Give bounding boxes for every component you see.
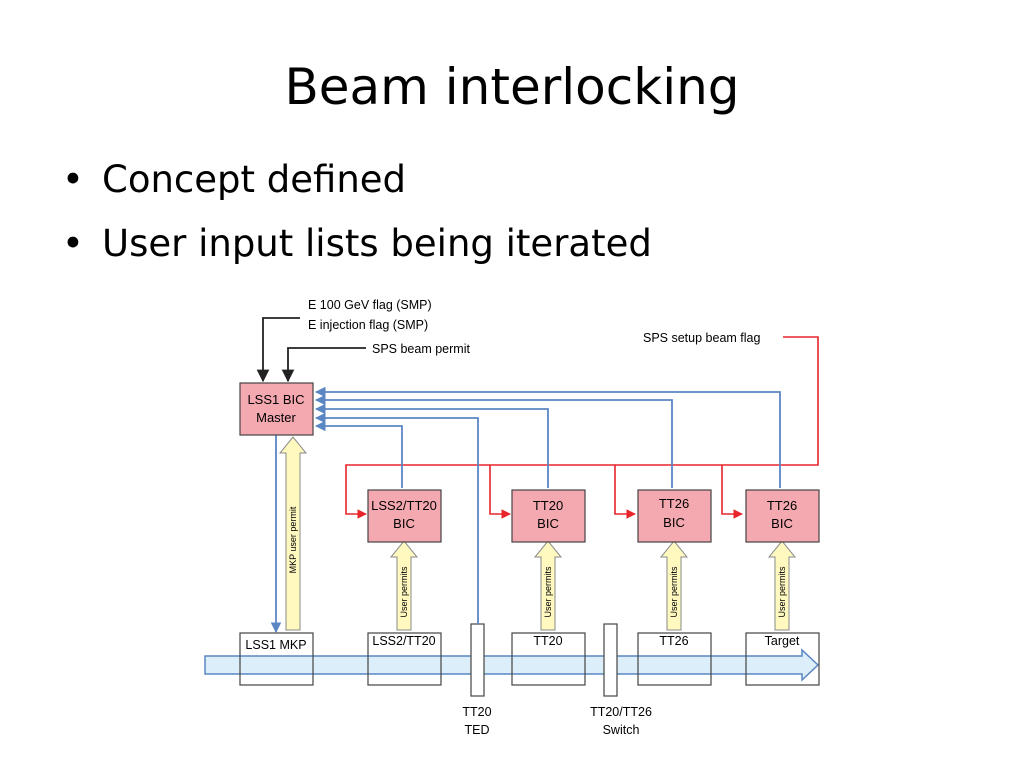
ted-label-line1: TT20: [462, 705, 491, 719]
permit-line-lss2: [314, 420, 403, 488]
bic-target: TT26 BIC: [745, 489, 820, 543]
flag-input-arrow: [256, 317, 300, 383]
mkp-permit-arrow: MKP user permit: [278, 436, 308, 631]
user-permit-arrow: User permits: [659, 540, 689, 631]
bullet-dot: •: [62, 222, 84, 265]
user-permit-label: User permits: [777, 566, 787, 618]
user-permit-arrow: User permits: [533, 540, 563, 631]
bullet-text: User input lists being iterated: [102, 222, 652, 265]
permit-line-tt20: [314, 403, 549, 488]
bic-master-line1: LSS1 BIC: [247, 392, 304, 407]
ted-device: [470, 623, 485, 697]
mkp-permit-label: MKP user permit: [288, 506, 298, 573]
bottom-box-label: TT26: [659, 634, 688, 648]
bic-tt26: TT26 BIC: [637, 489, 712, 543]
bullet-item: • Concept defined: [62, 158, 652, 222]
switch-label-line2: Switch: [603, 723, 640, 737]
bic-line2: BIC: [537, 516, 559, 531]
setup-flag-line: [345, 336, 819, 519]
setup-flag-branch: [614, 465, 636, 519]
bic-line1: TT26: [659, 496, 689, 511]
user-permit-arrow: User permits: [389, 540, 419, 631]
bic-line1: LSS2/TT20: [371, 498, 437, 513]
bic-line1: TT26: [767, 498, 797, 513]
permit-line-ted: [314, 412, 479, 624]
bullet-item: • User input lists being iterated: [62, 222, 652, 286]
setup-flag-branch: [489, 465, 511, 519]
permit-line-tt26: [314, 394, 673, 488]
ted-label-line2: TED: [465, 723, 490, 737]
beam-permit-arrow: [281, 347, 366, 383]
bic-master-line2: Master: [256, 410, 296, 425]
bottom-box-label: LSS1 MKP: [245, 638, 306, 652]
flag-label-line2: E injection flag (SMP): [308, 318, 428, 332]
beam-permit-label: SPS beam permit: [372, 342, 470, 356]
bottom-box-label: Target: [765, 634, 800, 648]
bic-master: LSS1 BIC Master: [239, 382, 314, 436]
bottom-box-target: Target: [745, 632, 820, 686]
bic-lss2-tt20: LSS2/TT20 BIC: [367, 489, 442, 543]
bottom-box-label: TT20: [533, 634, 562, 648]
setup-flag-label: SPS setup beam flag: [643, 331, 760, 345]
bic-line2: BIC: [663, 515, 685, 530]
bottom-box-tt26: TT26: [637, 632, 712, 686]
bullet-text: Concept defined: [102, 158, 407, 201]
user-permit-arrow: User permits: [767, 540, 797, 631]
user-permit-label: User permits: [543, 566, 553, 618]
setup-flag-branch: [721, 465, 743, 519]
bullet-dot: •: [62, 158, 84, 201]
user-permit-label: User permits: [669, 566, 679, 618]
bic-line1: TT20: [533, 498, 563, 513]
permit-line-target: [314, 386, 781, 488]
bic-line2: BIC: [393, 516, 415, 531]
bottom-box-lss2-tt20: LSS2/TT20: [367, 632, 442, 686]
bic-tt20: TT20 BIC: [511, 489, 586, 543]
bullet-list: • Concept defined • User input lists being…: [62, 158, 652, 286]
switch-device: [603, 623, 618, 697]
flag-label-line1: E 100 GeV flag (SMP): [308, 298, 432, 312]
bic-line2: BIC: [771, 516, 793, 531]
bottom-box-tt20: TT20: [511, 632, 586, 686]
bottom-box-label: LSS2/TT20: [372, 634, 435, 648]
slide-title: Beam interlocking: [284, 58, 740, 116]
switch-label-line1: TT20/TT26: [590, 705, 652, 719]
user-permit-label: User permits: [399, 566, 409, 618]
